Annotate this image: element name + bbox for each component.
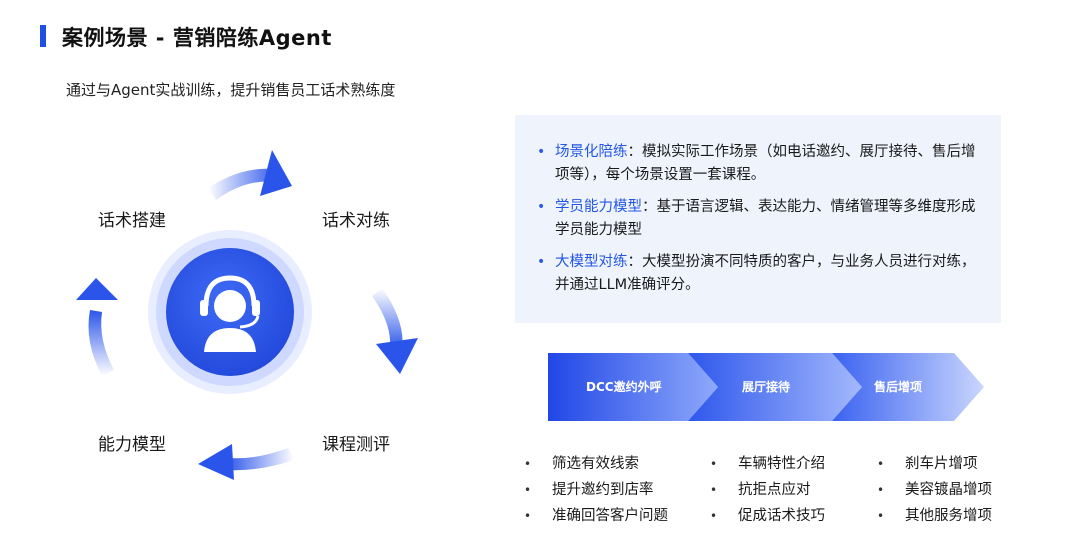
process-step-3: 售后增项 [874, 380, 923, 394]
feature-term: 大模型对练 [555, 254, 628, 270]
feature-item: • 场景化陪练：模拟实际工作场景（如电话邀约、展厅接待、售后增项等），每个场景设… [535, 141, 981, 187]
cycle-label-bottom-right: 课程测评 [322, 435, 390, 455]
feature-term: 场景化陪练 [555, 144, 628, 160]
bullet-icon: • [877, 509, 885, 523]
list-item-text: 提升邀约到店率 [552, 482, 654, 498]
process-step-3-shape [832, 353, 984, 421]
list-item: • 抗拒点应对 [710, 477, 825, 503]
arrow-top-icon [208, 150, 292, 200]
bullet-icon: • [877, 483, 885, 497]
list-item-text: 其他服务增项 [905, 508, 992, 524]
list-item-text: 车辆特性介绍 [738, 456, 825, 472]
arrow-bottom-icon [198, 444, 294, 480]
page-title: 案例场景 - 营销陪练Agent [62, 26, 332, 50]
list-item: • 其他服务增项 [877, 503, 992, 529]
cycle-label-bottom-left: 能力模型 [98, 435, 166, 455]
process-chevrons [548, 353, 984, 421]
step-1-list: • 筛选有效线索 • 提升邀约到店率 • 准确回答客户问题 [524, 451, 668, 529]
arrow-right-icon [372, 288, 418, 374]
feature-term: 学员能力模型 [555, 199, 642, 215]
list-item-text: 抗拒点应对 [738, 482, 811, 498]
headset-user-icon [200, 275, 260, 352]
cycle-diagram: 话术搭建 话术对练 能力模型 课程测评 [40, 130, 460, 550]
list-item: • 筛选有效线索 [524, 451, 668, 477]
cycle-label-top-left: 话术搭建 [98, 211, 166, 231]
bullet-icon: • [524, 457, 532, 471]
page-subtitle: 通过与Agent实战训练，提升销售员工话术熟练度 [66, 81, 396, 99]
list-item: • 准确回答客户问题 [524, 503, 668, 529]
list-item-text: 美容镀晶增项 [905, 482, 992, 498]
feature-text: ：基于语言逻辑、表达能力、情绪管理等多维度形成学员能力模型 [555, 199, 976, 238]
process-step-1: DCC邀约外呼 [586, 380, 662, 394]
cycle-graphic [76, 150, 418, 480]
process-step-1-shape [548, 353, 718, 421]
feature-text: ：模拟实际工作场景（如电话邀约、展厅接待、售后增项等），每个场景设置一套课程。 [555, 144, 976, 183]
bullet-icon: • [537, 199, 546, 215]
feature-item: • 学员能力模型：基于语言逻辑、表达能力、情绪管理等多维度形成学员能力模型 [535, 196, 981, 242]
list-item: • 刹车片增项 [877, 451, 992, 477]
bullet-icon: • [537, 144, 546, 160]
bullet-icon: • [524, 509, 532, 523]
list-item-text: 促成话术技巧 [738, 508, 825, 524]
list-item: • 促成话术技巧 [710, 503, 825, 529]
list-item: • 提升邀约到店率 [524, 477, 668, 503]
bullet-icon: • [524, 483, 532, 497]
bullet-icon: • [710, 483, 718, 497]
arrow-left-icon [76, 278, 118, 376]
list-item: • 美容镀晶增项 [877, 477, 992, 503]
feature-info-box: • 场景化陪练：模拟实际工作场景（如电话邀约、展厅接待、售后增项等），每个场景设… [515, 115, 1001, 323]
list-item-text: 准确回答客户问题 [552, 508, 668, 524]
bullet-icon: • [877, 457, 885, 471]
bullet-icon: • [537, 254, 546, 270]
title-accent-bar [40, 25, 46, 47]
bullet-icon: • [710, 457, 718, 471]
cycle-label-top-right: 话术对练 [322, 211, 390, 231]
feature-text: ：大模型扮演不同特质的客户，与业务人员进行对练，并通过LLM准确评分。 [555, 254, 976, 293]
feature-item: • 大模型对练：大模型扮演不同特质的客户，与业务人员进行对练，并通过LLM准确评… [535, 251, 981, 297]
process-step-2: 展厅接待 [742, 380, 791, 394]
process-flow: DCC邀约外呼 展厅接待 售后增项 [548, 353, 984, 421]
step-2-list: • 车辆特性介绍 • 抗拒点应对 • 促成话术技巧 [710, 451, 825, 529]
step-3-list: • 刹车片增项 • 美容镀晶增项 • 其他服务增项 [877, 451, 992, 529]
process-step-2-shape [688, 353, 862, 421]
list-item-text: 筛选有效线索 [552, 456, 639, 472]
bullet-icon: • [710, 509, 718, 523]
list-item: • 车辆特性介绍 [710, 451, 825, 477]
list-item-text: 刹车片增项 [905, 456, 978, 472]
